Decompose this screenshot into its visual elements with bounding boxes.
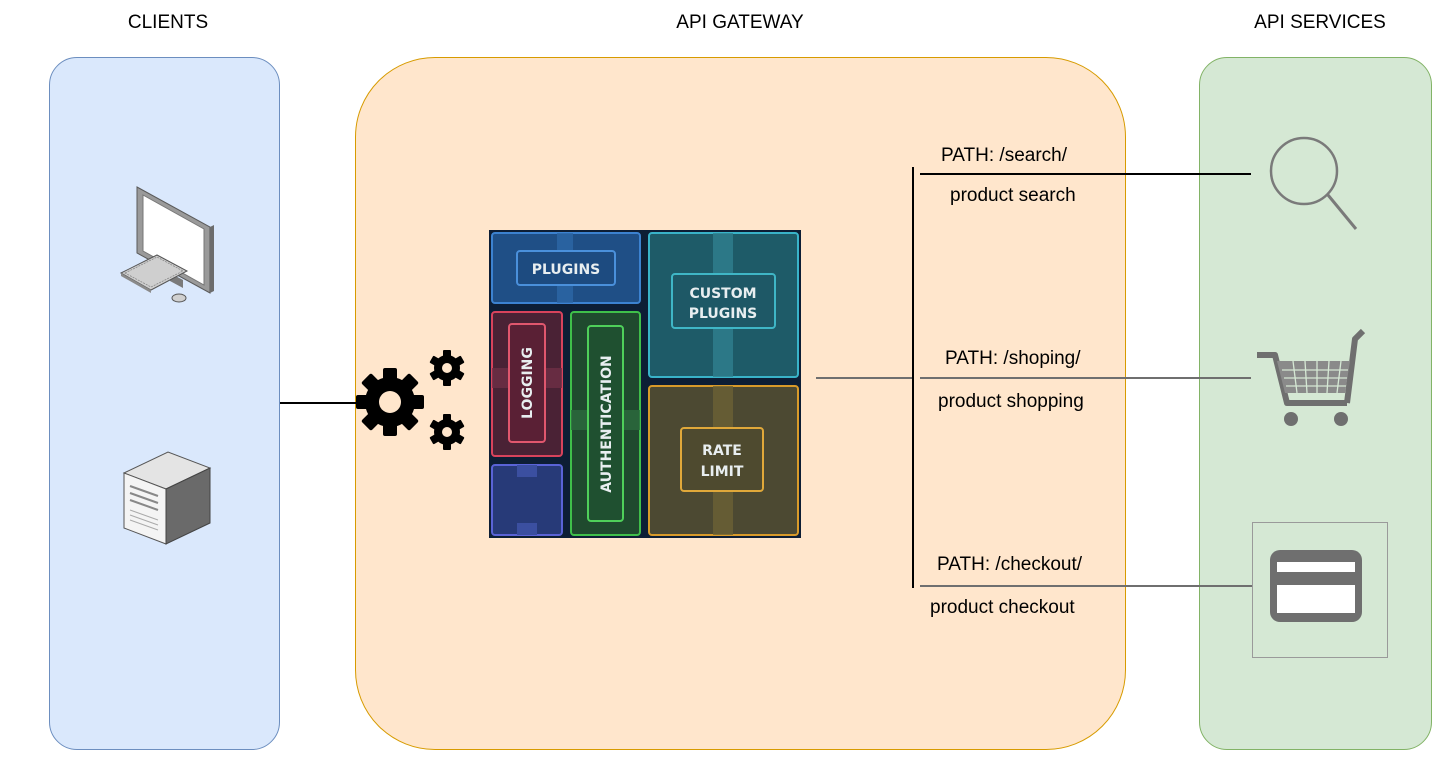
gears-icon <box>356 350 465 450</box>
clients-connector-line <box>280 402 360 404</box>
route-search-service: product search <box>950 185 1076 206</box>
api-services-heading: API SERVICES <box>1254 12 1386 33</box>
custom-plugins-label-line1: CUSTOM <box>689 286 756 302</box>
custom-plugins-tile: CUSTOM PLUGINS <box>648 232 799 378</box>
rate-limit-tile: RATE LIMIT <box>648 385 799 536</box>
server-tower-icon <box>122 451 212 545</box>
shopping-cart-icon <box>1257 328 1366 426</box>
credit-card-icon <box>1252 522 1388 658</box>
clients-heading: CLIENTS <box>127 12 209 33</box>
rate-limit-label-line1: RATE <box>702 443 742 459</box>
authentication-tile: AUTHENTICATION <box>570 311 641 536</box>
search-icon <box>1269 136 1358 230</box>
plugins-block: PLUGINS CUSTOM PLUGINS LOGGING AUTHENTIC… <box>489 230 801 538</box>
api-gateway-heading: API GATEWAY <box>676 12 804 33</box>
route-checkout-path: PATH: /checkout/ <box>937 554 1083 575</box>
logging-label: LOGGING <box>520 347 536 419</box>
route-shopping-service: product shopping <box>938 391 1084 412</box>
gateway-output-line <box>816 377 913 379</box>
route-shopping-line <box>920 377 1251 379</box>
unnamed-plugin-tile <box>491 464 563 536</box>
plugins-tile: PLUGINS <box>491 232 641 304</box>
route-shopping-path: PATH: /shoping/ <box>945 348 1081 369</box>
route-checkout-line <box>920 585 1253 587</box>
logging-tile: LOGGING <box>491 311 563 457</box>
rate-limit-label-line2: LIMIT <box>701 464 744 480</box>
authentication-label: AUTHENTICATION <box>599 355 615 492</box>
route-checkout-service: product checkout <box>930 597 1075 618</box>
routing-bus-line <box>912 167 914 588</box>
custom-plugins-label-line2: PLUGINS <box>689 306 758 322</box>
clients-panel <box>49 57 280 750</box>
route-search-line <box>920 173 1251 175</box>
route-search-path: PATH: /search/ <box>941 145 1067 166</box>
plugins-label: PLUGINS <box>532 262 601 278</box>
desktop-computer-icon <box>119 186 214 303</box>
